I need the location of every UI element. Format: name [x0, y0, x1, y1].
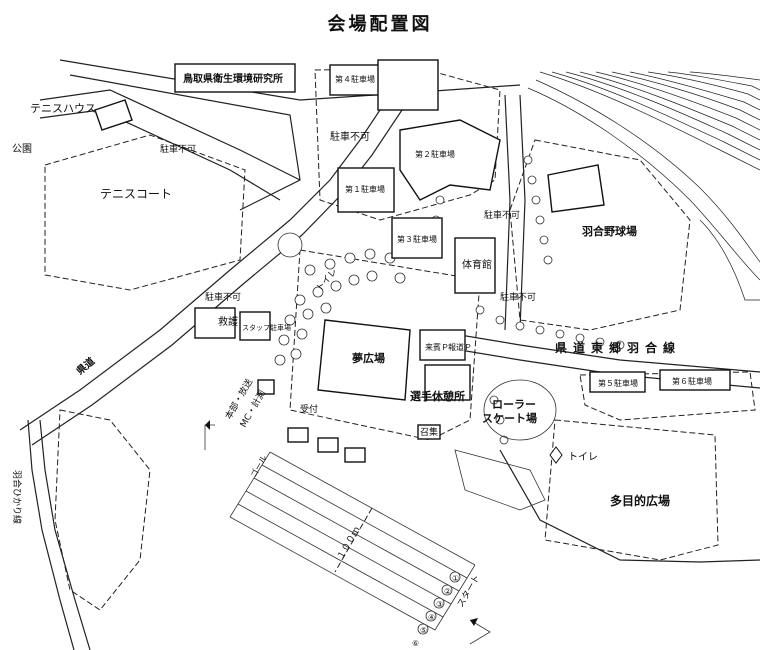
research-institute-label: 鳥取県衛生環境研究所 [183, 72, 283, 85]
parking-6-label: 第６駐車場 [672, 376, 712, 386]
lane-number: ⑥ [412, 639, 419, 648]
tennis-house-label: テニスハウス [30, 102, 96, 115]
medical-label: 救護 [218, 315, 238, 328]
no-parking-label: 駐車不可 [160, 143, 196, 155]
parking-3-label: 第３駐車場 [397, 234, 437, 244]
guest-parking-label: 来賓Ｐ [425, 342, 449, 352]
call-area-label: 召集 [420, 426, 438, 438]
park-label: 公園 [12, 143, 32, 155]
no-parking-label: 駐車不可 [484, 209, 520, 221]
no-parking-label: 駐車不可 [500, 291, 536, 303]
lane-number: ② [444, 587, 451, 596]
parking-1-label: 第１駐車場 [345, 184, 385, 194]
roller-skate-label: スケート場 [482, 411, 537, 425]
running-track [229, 451, 476, 635]
lane-number: ① [452, 574, 459, 583]
baseball-label: 羽合野球場 [582, 224, 637, 238]
page-title: 会場配置図 [327, 14, 433, 35]
tree-icon [274, 135, 625, 445]
media-parking-label: 報道Ｐ [448, 342, 472, 352]
no-parking-label: 駐車不可 [205, 291, 241, 303]
staff-parking-label: スタッフ駐車場 [242, 323, 291, 332]
arrow-icon [204, 420, 491, 645]
roller-skate-label: ローラー [492, 398, 536, 411]
roller-skate-rink [454, 379, 557, 511]
reception-label: 受付 [300, 403, 318, 415]
road-name-label: 県道東郷羽合線 [555, 340, 681, 355]
contour-hills [527, 71, 760, 301]
parking-5-label: 第５駐車場 [598, 378, 638, 388]
tennis-court-label: テニスコート [100, 187, 172, 201]
parking-2-label: 第２駐車場 [415, 149, 455, 159]
lane-number: ⑤ [420, 626, 427, 635]
toilet-label: トイレ [568, 452, 598, 463]
side-road-label: 羽合ひかり線 [11, 470, 23, 524]
player-rest-label: 選手休憩所 [410, 389, 465, 403]
building-icon [94, 59, 731, 463]
gym-label: 体育館 [462, 258, 492, 271]
lane-number: ③ [436, 600, 443, 609]
lane-number: ④ [428, 613, 435, 622]
prefectural-road-label: 県道 [74, 354, 98, 377]
multi-plaza-label: 多目的広場 [610, 493, 670, 508]
goal-label: ゴール [248, 453, 269, 479]
no-parking-label: 駐車不可 [330, 130, 370, 143]
parking-4-label: 第４駐車場 [335, 74, 375, 84]
toilet-icon [549, 446, 563, 464]
yume-hiroba-label: 夢広場 [352, 351, 385, 365]
